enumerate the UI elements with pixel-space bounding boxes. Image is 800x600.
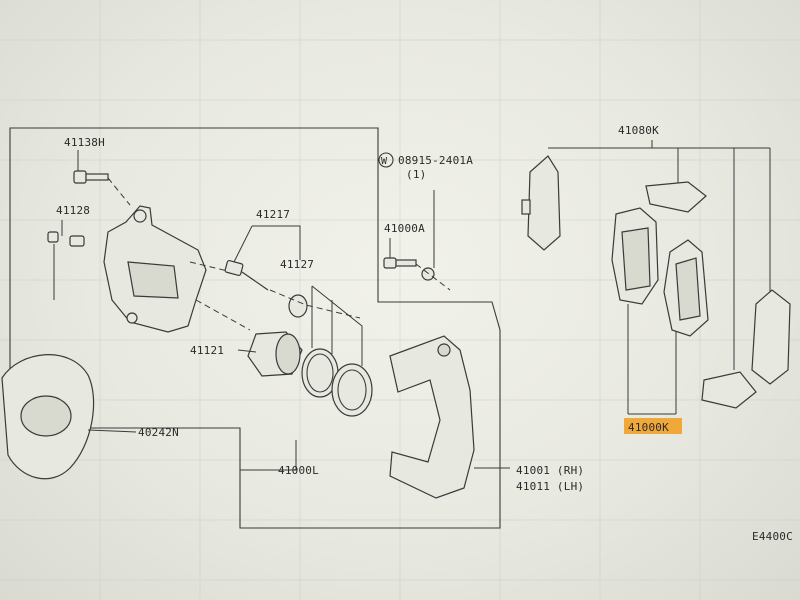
label-41127[interactable]: 41127 — [280, 258, 314, 271]
label-41138h[interactable]: 41138H — [64, 136, 105, 149]
caliper-group-frame — [9, 127, 501, 529]
label-08915-qty: (1) — [406, 168, 426, 181]
label-41080k[interactable]: 41080K — [618, 124, 659, 137]
label-08915-2401a[interactable]: 08915-2401A — [398, 154, 473, 167]
pad-shim-right — [751, 289, 791, 385]
pad-clip-bottom — [701, 371, 757, 409]
bleeder-41128 — [47, 220, 85, 300]
seal-kit-leaders — [240, 285, 363, 471]
label-41000k[interactable]: 41000K — [628, 421, 669, 434]
dust-boot-seal — [331, 363, 373, 417]
label-41121[interactable]: 41121 — [190, 344, 224, 357]
boot-41127 — [269, 289, 361, 319]
figure-code: E4400C — [752, 530, 793, 543]
label-41217[interactable]: 41217 — [256, 208, 290, 221]
dust-shield-40242n — [1, 354, 137, 480]
label-40242n[interactable]: 40242N — [138, 426, 179, 439]
pad-shim-left — [521, 155, 561, 251]
highlight-41000k — [624, 418, 682, 434]
label-41001-rh[interactable]: 41001 (RH) — [516, 464, 584, 477]
bolt-41138h — [73, 150, 131, 206]
label-41011-lh[interactable]: 41011 (LH) — [516, 480, 584, 493]
piston-41121 — [237, 331, 303, 377]
label-41128[interactable]: 41128 — [56, 204, 90, 217]
washer-symbol: W — [378, 152, 394, 168]
pad-group-leaders — [548, 140, 771, 415]
brake-pad-inner — [611, 207, 659, 305]
caliper-body — [103, 205, 251, 333]
label-41000l[interactable]: 41000L — [278, 464, 319, 477]
caliper-bracket — [389, 335, 510, 499]
brake-pad-outer — [663, 239, 709, 337]
bolt-41000a — [383, 190, 451, 291]
label-41000a[interactable]: 41000A — [384, 222, 425, 235]
svg-text:W: W — [381, 156, 388, 167]
guide-pin-41217 — [224, 225, 301, 291]
pad-clip-top — [645, 181, 707, 213]
piston-seal — [301, 348, 339, 398]
